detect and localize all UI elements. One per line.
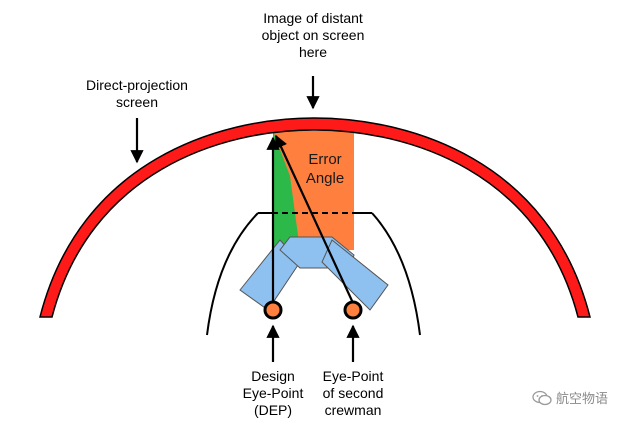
wechat-icon	[532, 390, 552, 405]
right-seat-panel	[321, 239, 389, 311]
watermark: 航空物语	[532, 388, 608, 407]
second-crewman-sightline	[274, 134, 354, 304]
projection-screen	[39, 117, 591, 318]
design-sightline-region	[273, 131, 300, 250]
second-eye-label: Eye-Point of second crewman	[322, 368, 384, 418]
cockpit-left-wall	[206, 212, 259, 336]
screen-label: Direct-projection screen	[86, 77, 188, 110]
second-crewman-eye-point	[343, 300, 363, 320]
design-eye-label: Design Eye-Point (DEP)	[242, 368, 304, 418]
distant-object-label: Image of distant object on screen here	[261, 10, 365, 60]
error-angle-label: Error Angle	[305, 151, 345, 187]
cockpit-right-wall	[371, 212, 421, 336]
design-eye-point	[263, 300, 283, 320]
watermark-text: 航空物语	[556, 391, 609, 406]
